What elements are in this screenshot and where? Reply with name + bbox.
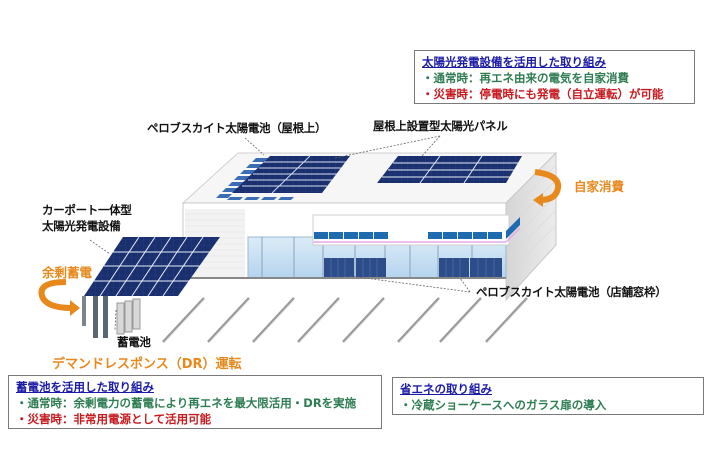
battery-disaster-text: ・災害時：非常用電源として活用可能 <box>16 412 212 426</box>
energy-saving-title: 省エネの取り組み <box>400 382 492 396</box>
surplus-storage-arrow <box>38 279 73 311</box>
perovskite-roof-tiles <box>216 158 294 200</box>
label-surplus-storage: 余剰蓄電 <box>42 265 93 280</box>
label-demand-response: デマンドレスポンス（DR）運転 <box>52 357 242 372</box>
battery-normal-text: ・通常時：余剰電力の蓄電により再エネを最大限活用・DRを実施 <box>16 396 357 410</box>
energy-saving-box: 省エネの取り組み ・冷蔵ショーケースへのガラス扉の導入 <box>392 377 704 415</box>
parking-lines <box>162 297 528 343</box>
label-battery: 蓄電池 <box>117 335 151 349</box>
battery-initiatives-title: 蓄電池を活用した取り組み <box>16 380 154 394</box>
label-carport-line2: 太陽光発電設備 <box>42 219 121 233</box>
label-carport-line1: カーポート一体型 <box>42 203 132 217</box>
self-consumption-arrow <box>534 169 562 203</box>
label-perovskite-window: ペロブスカイト太陽電池（店舗窓枠） <box>476 285 667 299</box>
solar-normal-text: ・通常時：再エネ由来の電気を自家消費 <box>422 71 629 85</box>
label-rooftop-panel: 屋根上設置型太陽光パネル <box>373 119 508 133</box>
solar-disaster-text: ・災害時：停電時にも発電（自立運転）が可能 <box>422 87 664 101</box>
label-self-consumption: 自家消費 <box>574 179 625 194</box>
solar-initiatives-box: 太陽光発電設備を活用した取り組み ・通常時：再エネ由来の電気を自家消費 ・災害時… <box>414 50 695 104</box>
energy-saving-item: ・冷蔵ショーケースへのガラス扉の導入 <box>400 398 607 412</box>
battery-units <box>116 298 141 335</box>
label-perovskite-roof: ペロブスカイト太陽電池（屋根上） <box>147 121 327 135</box>
battery-initiatives-box: 蓄電池を活用した取り組み ・通常時：余剰電力の蓄電により再エネを最大限活用・DR… <box>8 375 382 429</box>
storefront-canopy <box>312 214 510 246</box>
solar-initiatives-title: 太陽光発電設備を活用した取り組み <box>422 55 606 69</box>
perovskite-window-cells <box>314 232 502 239</box>
